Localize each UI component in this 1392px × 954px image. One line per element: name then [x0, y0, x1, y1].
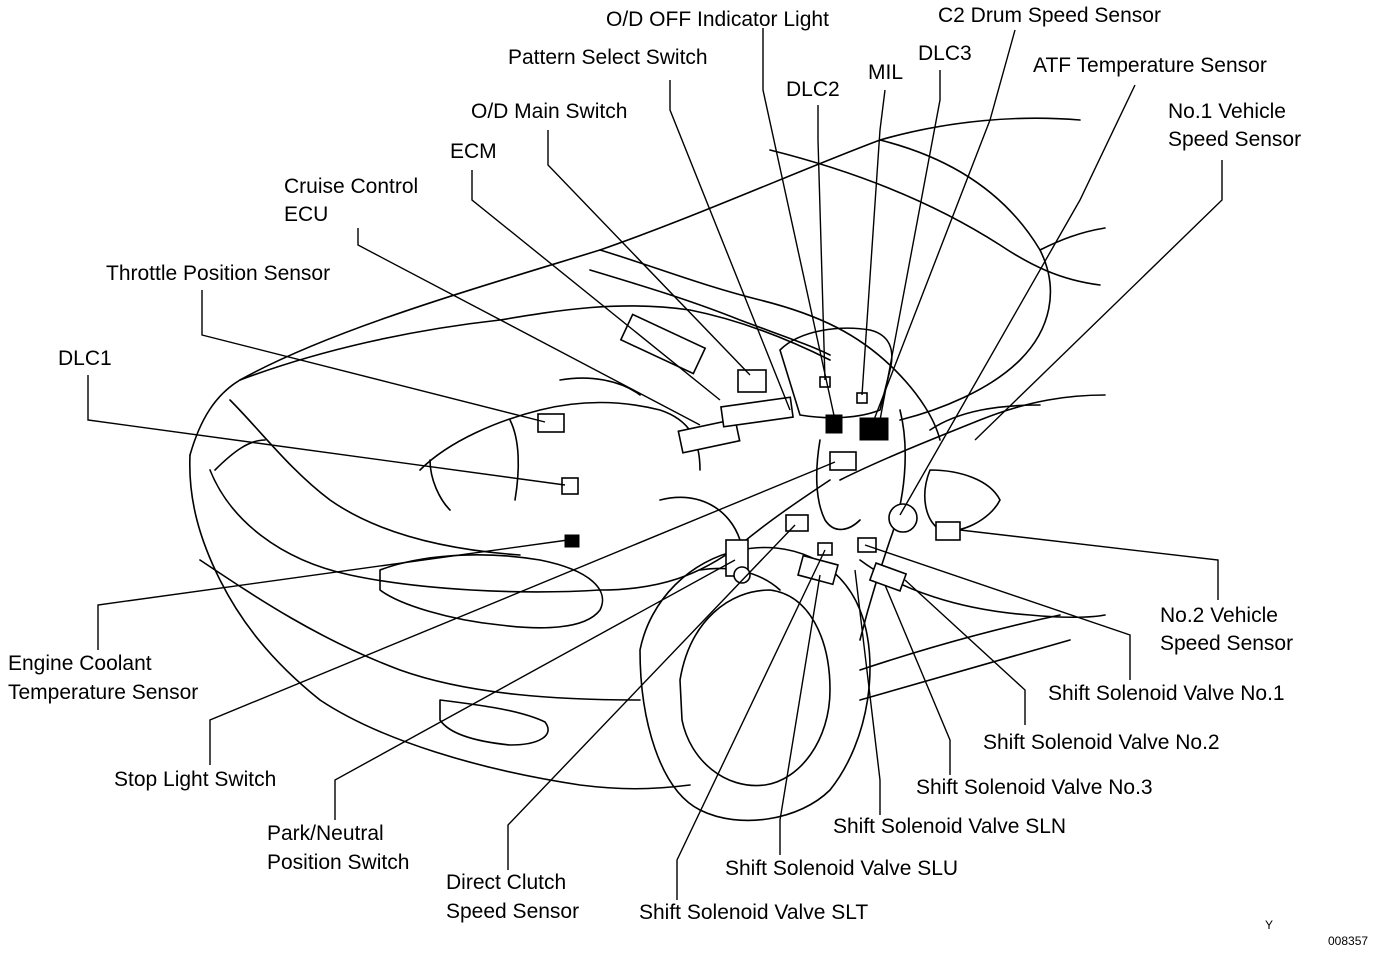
leader-throttle-position-sensor	[201, 290, 546, 423]
stop-light-switch-part	[829, 451, 857, 471]
corner-mark: Y	[1265, 918, 1274, 932]
label-direct-clutch-speed-sensor-line2: Speed Sensor	[446, 900, 580, 923]
leader-od-off-indicator	[762, 28, 836, 421]
label-cruise-control-ecu-line1: Cruise Control	[284, 175, 419, 198]
label-park-neutral-switch-line1: Park/Neutral	[267, 822, 384, 845]
od-main-switch-part	[737, 369, 767, 393]
leader-shift-solenoid-slu	[779, 574, 821, 855]
label-mil: MIL	[868, 61, 904, 84]
leader-mil	[861, 89, 886, 396]
label-pattern-select-switch: Pattern Select Switch	[508, 46, 708, 69]
leader-atf-temperature-sensor	[899, 84, 1136, 516]
leader-dlc3	[879, 70, 941, 421]
label-atf-temperature-sensor: ATF Temperature Sensor	[1033, 54, 1267, 77]
label-engine-coolant-temp-sensor-line2: Temperature Sensor	[8, 681, 199, 704]
label-stop-light-switch: Stop Light Switch	[114, 768, 277, 791]
label-cruise-control-ecu-line2: ECU	[284, 203, 329, 226]
component-parts	[537, 313, 961, 592]
label-dlc2: DLC2	[786, 78, 840, 101]
label-od-main-switch: O/D Main Switch	[471, 100, 628, 123]
label-ecm: ECM	[450, 140, 497, 163]
label-no2-vehicle-speed-sensor-line2: Speed Sensor	[1160, 632, 1294, 655]
dlc1-part	[561, 477, 579, 495]
leader-pattern-select-switch	[669, 80, 791, 411]
leader-stop-light-switch	[209, 461, 836, 765]
label-throttle-position-sensor: Throttle Position Sensor	[106, 262, 331, 285]
leader-no1-vehicle-speed-sensor	[974, 160, 1223, 441]
leader-shift-solenoid-no2	[904, 579, 1026, 725]
leader-od-main-switch	[547, 130, 751, 376]
label-shift-solenoid-valve-slu: Shift Solenoid Valve SLU	[725, 857, 959, 880]
label-park-neutral-switch-line2: Position Switch	[267, 851, 410, 874]
label-no1-vehicle-speed-sensor-line2: Speed Sensor	[1168, 128, 1302, 151]
throttle-position-sensor-part	[537, 413, 565, 433]
c2-drum-speed-sensor-part	[888, 503, 918, 533]
label-shift-solenoid-valve-slt: Shift Solenoid Valve SLT	[639, 901, 869, 924]
leader-lines	[87, 28, 1223, 900]
cruise-control-ecu-part	[619, 313, 707, 375]
label-dlc1: DLC1	[58, 347, 112, 370]
figure-number: 008357	[1328, 934, 1369, 948]
engine-coolant-sensor-part	[564, 534, 580, 548]
label-shift-solenoid-valve-no3: Shift Solenoid Valve No.3	[916, 776, 1153, 799]
leader-engine-coolant-sensor	[97, 539, 569, 650]
label-c2-drum-speed-sensor: C2 Drum Speed Sensor	[938, 4, 1161, 27]
leader-ecm	[471, 170, 721, 401]
leader-no2-vehicle-speed-sensor	[959, 529, 1219, 600]
leader-direct-clutch-speed-sensor	[507, 524, 796, 870]
no2-vehicle-speed-sensor-part	[935, 521, 961, 541]
leader-dlc1	[87, 375, 566, 486]
shift-solenoid-slu-part	[797, 554, 839, 586]
label-no2-vehicle-speed-sensor-line1: No.2 Vehicle	[1160, 604, 1278, 627]
label-shift-solenoid-valve-no2: Shift Solenoid Valve No.2	[983, 731, 1220, 754]
pattern-select-switch-part	[720, 396, 794, 428]
leader-cruise-control-ecu	[357, 228, 701, 426]
direct-clutch-speed-sensor-part	[785, 514, 809, 532]
leader-shift-solenoid-sln	[854, 569, 881, 815]
label-direct-clutch-speed-sensor-line1: Direct Clutch	[446, 871, 567, 894]
leader-dlc2	[817, 105, 826, 381]
leader-c2-drum-speed-sensor	[869, 29, 1016, 431]
label-shift-solenoid-valve-no1: Shift Solenoid Valve No.1	[1048, 682, 1285, 705]
leader-shift-solenoid-no3	[884, 584, 951, 775]
leader-park-neutral-switch	[334, 559, 736, 820]
shift-solenoid-slt-part	[817, 542, 833, 556]
label-od-off-indicator-light: O/D OFF Indicator Light	[606, 8, 829, 31]
leader-shift-solenoid-slt	[676, 549, 826, 900]
label-no1-vehicle-speed-sensor-line1: No.1 Vehicle	[1168, 100, 1286, 123]
label-shift-solenoid-valve-sln: Shift Solenoid Valve SLN	[833, 815, 1067, 838]
ecm-part	[677, 418, 741, 454]
leader-shift-solenoid-no1	[864, 544, 1131, 680]
park-neutral-switch-lever	[733, 566, 751, 584]
label-dlc3: DLC3	[918, 42, 972, 65]
label-engine-coolant-temp-sensor-line1: Engine Coolant	[8, 652, 152, 675]
